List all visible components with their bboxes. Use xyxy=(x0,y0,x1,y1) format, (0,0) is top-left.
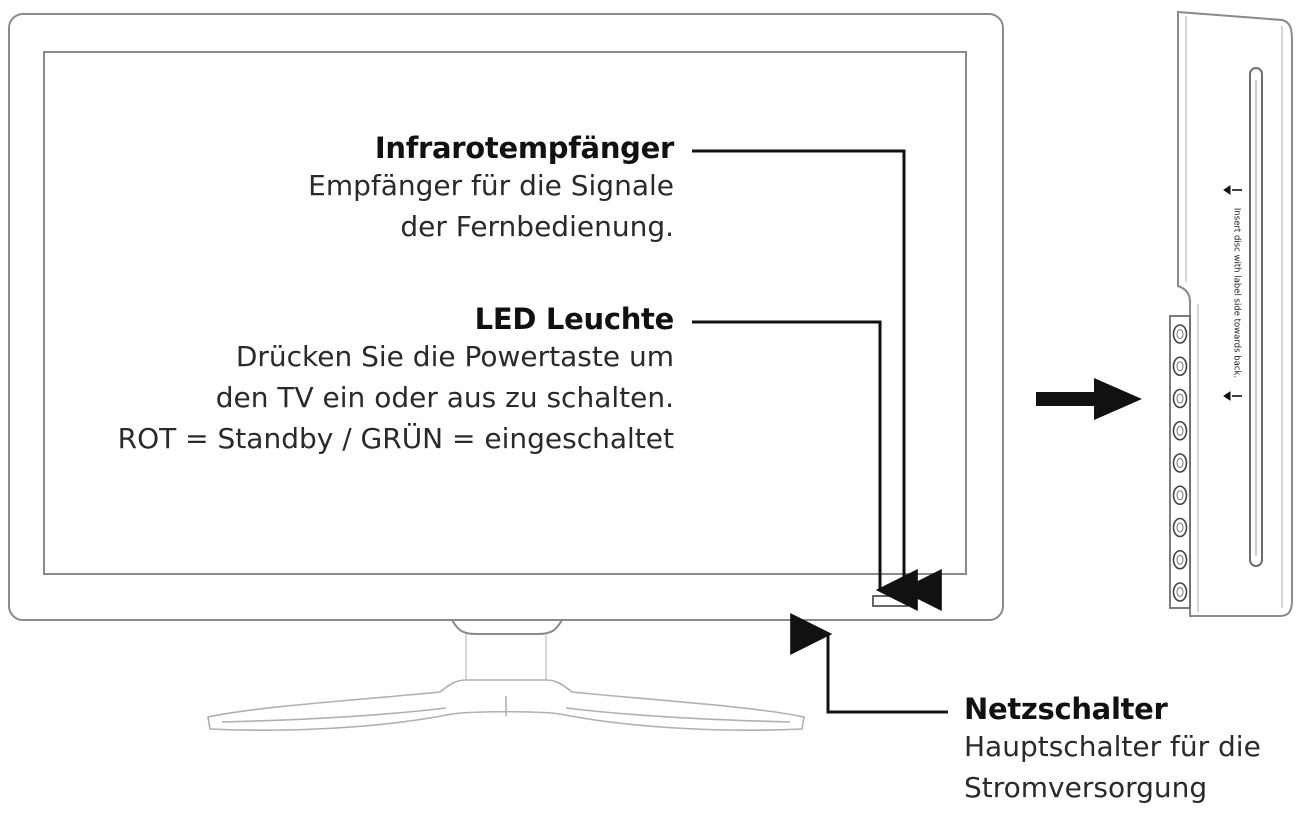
stand-body xyxy=(207,679,805,731)
led-leader-line xyxy=(692,320,918,611)
led-desc-line-2: den TV ein oder aus zu schalten. xyxy=(215,381,674,414)
tv-bezel xyxy=(8,13,1004,621)
power-desc-line-2: Stromversorgung xyxy=(964,771,1208,804)
tv-neck-top xyxy=(451,619,563,635)
side-button xyxy=(1172,420,1188,441)
callout-lines xyxy=(692,149,948,714)
side-button xyxy=(1172,324,1188,344)
disc-hint-arrows xyxy=(1223,185,1242,401)
side-button-symbol xyxy=(1176,522,1184,533)
tv-front xyxy=(8,13,1004,621)
power-title: Netzschalter xyxy=(964,692,1168,726)
ir-callout: Infrarotempfänger Empfänger für die Sign… xyxy=(308,131,674,247)
tv-side-view xyxy=(1169,10,1293,617)
disc-slot xyxy=(1249,67,1263,567)
view-arrow-head xyxy=(1094,378,1142,420)
side-button-symbol xyxy=(1176,361,1184,372)
side-button xyxy=(1172,356,1188,377)
side-button-symbol xyxy=(1176,425,1184,436)
led-desc-line-3: ROT = Standby / GRÜN = eingeschaltet xyxy=(117,422,674,455)
tv-stand xyxy=(207,679,805,731)
side-button xyxy=(1172,453,1188,473)
led-window xyxy=(872,595,908,607)
stand-detail-left xyxy=(221,707,447,723)
side-button-symbol xyxy=(1176,329,1184,339)
side-button xyxy=(1172,485,1188,506)
view-arrow xyxy=(1036,378,1142,420)
ir-leader-line xyxy=(692,149,942,611)
power-desc-line-1: Hauptschalter für die xyxy=(964,730,1261,763)
power-leader-line xyxy=(790,613,948,714)
led-desc-line-1: Drücken Sie die Powertaste um xyxy=(235,340,674,373)
ir-desc-line-1: Empfänger für die Signale xyxy=(308,169,674,202)
ir-title: Infrarotempfänger xyxy=(374,131,674,165)
side-body xyxy=(1177,10,1293,617)
side-button-symbol xyxy=(1176,554,1184,565)
side-button-panel xyxy=(1169,315,1191,609)
tv-screen xyxy=(43,51,967,575)
side-button xyxy=(1172,517,1188,538)
side-button xyxy=(1172,549,1188,570)
stand-detail-right xyxy=(565,707,791,723)
led-callout: LED Leuchte Drücken Sie die Powertaste u… xyxy=(117,302,675,459)
side-button xyxy=(1172,388,1188,409)
side-buttons xyxy=(1172,324,1188,602)
led-title: LED Leuchte xyxy=(474,302,675,336)
hint-arrow-top-head xyxy=(1223,185,1231,195)
side-button-symbol xyxy=(1176,587,1184,597)
side-button xyxy=(1172,582,1188,602)
power-callout: Netzschalter Hauptschalter für die Strom… xyxy=(964,692,1261,808)
side-button-symbol xyxy=(1176,490,1184,501)
hint-arrow-bottom-head xyxy=(1223,391,1231,401)
disc-slot-label: Insert disc with label side towards back… xyxy=(1232,208,1242,378)
ir-desc-line-2: der Fernbedienung. xyxy=(400,210,674,243)
side-button-symbol xyxy=(1176,393,1184,404)
side-button-symbol xyxy=(1176,458,1184,468)
view-arrow-shaft xyxy=(1036,392,1098,406)
